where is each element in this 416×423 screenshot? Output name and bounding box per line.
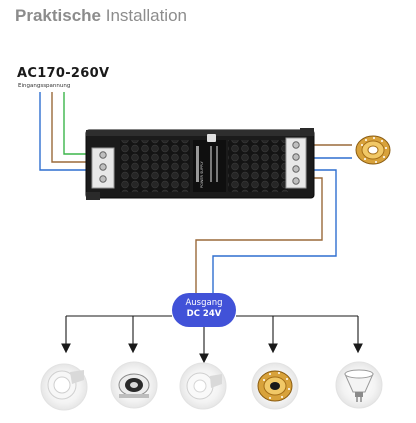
lamp-led-strip-reel	[251, 362, 299, 410]
lamp-recessed-downlight	[110, 361, 158, 409]
output-label: Ausgang	[185, 298, 223, 308]
lamp-mr16-led	[40, 363, 88, 411]
input-voltage-sublabel: Eingangsspannung	[18, 83, 71, 89]
output-wire-blue	[212, 169, 337, 293]
output-wires-main	[195, 169, 337, 293]
input-voltage-label: AC170-260V	[17, 66, 110, 81]
led-strip-reel-top-icon	[355, 135, 391, 165]
output-terminal-block	[285, 137, 307, 189]
lamp-mr16-reflector	[335, 361, 383, 409]
device-label-title: POWER SUPPLY	[200, 160, 204, 188]
output-voltage: DC 24V	[186, 309, 222, 319]
input-wire-blue	[39, 92, 98, 171]
device-label-text: POWER SUPPLY	[200, 160, 204, 188]
power-supply-unit: POWER SUPPLY	[85, 128, 315, 200]
title-bold: Praktische	[15, 6, 101, 25]
input-wire-brown	[51, 92, 98, 163]
page-title: Praktische Installation	[15, 6, 187, 26]
output-wire-brown	[195, 177, 323, 293]
input-terminal-block	[91, 147, 115, 189]
title-light: Installation	[101, 6, 187, 25]
output-voltage-badge: Ausgang DC 24V	[172, 293, 236, 327]
lamp-gu10-led	[179, 362, 227, 410]
distribution-lines	[61, 315, 363, 364]
